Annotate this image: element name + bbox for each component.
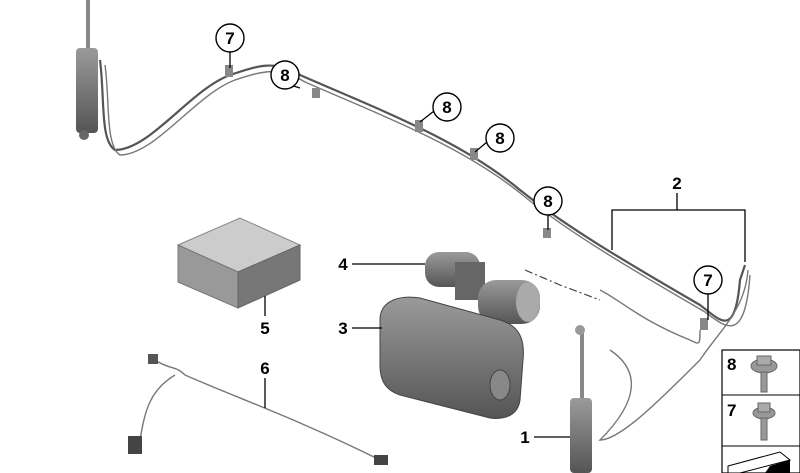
hydraulic-cylinder-left — [76, 0, 98, 140]
callout-circle-7 — [215, 23, 245, 53]
wiring-harness — [128, 354, 388, 465]
callout-circle-8 — [432, 92, 462, 122]
fastener-legend: 8 7 — [721, 349, 800, 473]
callout-8: 8 — [280, 66, 289, 85]
callout-circle-8 — [533, 186, 563, 216]
callout-8: 8 — [543, 192, 552, 211]
clips — [225, 65, 708, 330]
hydraulic-lines — [98, 59, 751, 441]
bolt-icon — [752, 402, 776, 441]
callout-8: 8 — [442, 98, 451, 117]
callout-circle-8 — [485, 123, 515, 153]
hydraulic-pump — [425, 252, 540, 324]
callout-2: 2 — [672, 174, 681, 193]
callout-1: 1 — [520, 428, 529, 447]
callout-4: 4 — [338, 255, 348, 274]
arrow-icon — [727, 451, 792, 473]
callout-6: 6 — [260, 359, 269, 378]
callout-8: 8 — [495, 129, 504, 148]
control-unit-box — [176, 217, 302, 309]
callout-circle-8 — [270, 60, 300, 90]
bolt-with-washer-icon — [750, 355, 778, 393]
hydraulic-cylinder-right — [570, 325, 592, 473]
reservoir-housing — [379, 296, 524, 419]
legend-item-7: 7 — [727, 401, 736, 420]
callout-7: 7 — [703, 271, 712, 290]
callout-3: 3 — [338, 319, 347, 338]
callout-7: 7 — [225, 29, 234, 48]
callout-circle-7 — [693, 265, 723, 295]
legend-item-8: 8 — [727, 355, 736, 374]
callout-5: 5 — [260, 319, 269, 338]
